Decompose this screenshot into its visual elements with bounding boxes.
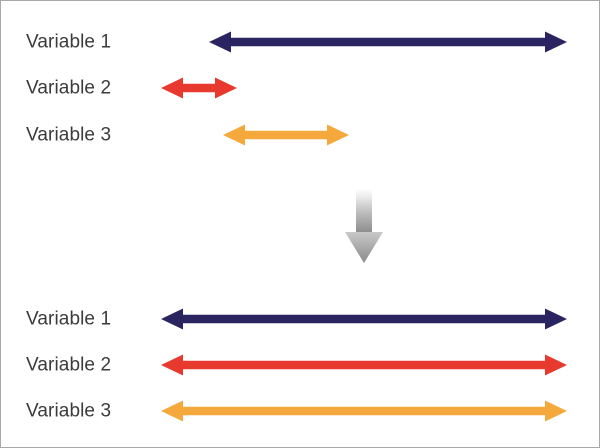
label-bottom-variable-2: Variable 2 — [26, 354, 112, 376]
arrow-top-variable-2 — [161, 77, 237, 99]
arrow-top-variable-3 — [223, 124, 349, 146]
label-top-variable-1: Variable 1 — [26, 31, 112, 53]
label-bottom-variable-1: Variable 1 — [26, 308, 112, 330]
label-top-variable-3: Variable 3 — [26, 124, 112, 146]
arrow-bottom-variable-3 — [161, 400, 567, 422]
down-arrow-icon — [345, 189, 383, 263]
label-top-variable-2: Variable 2 — [26, 77, 112, 99]
arrow-bottom-variable-1 — [161, 308, 567, 330]
label-bottom-variable-3: Variable 3 — [26, 400, 112, 422]
arrow-bottom-variable-2 — [161, 354, 567, 376]
arrow-top-variable-1 — [209, 31, 567, 53]
